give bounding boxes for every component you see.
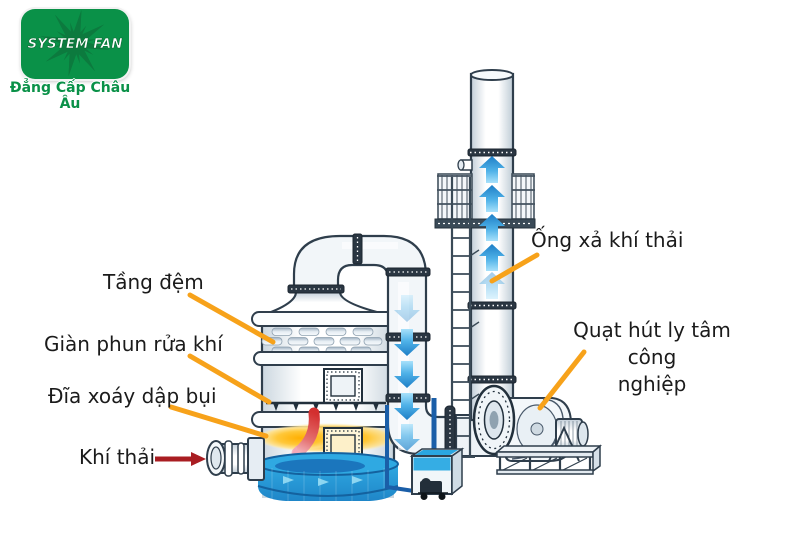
logo-starburst-icon: SYSTEM FAN [27, 3, 124, 83]
fan-inlet-flange [472, 384, 516, 456]
centrifugal-fan [472, 384, 603, 475]
label-exhaust-stack: Ống xả khí thải [531, 228, 684, 252]
label-centrifugal-fan-line2: nghiệp [617, 372, 687, 396]
label-spray-system: Giàn phun rửa khí [44, 332, 223, 356]
water-flow-arrows [283, 476, 363, 486]
scrubber-tower [206, 290, 405, 502]
leader-exhaust-stack [489, 252, 540, 284]
label-centrifugal-fan: Quạt hút ly tâm công nghiệp [546, 317, 758, 398]
water-sump [257, 452, 399, 502]
tower-ring-top [251, 311, 405, 327]
label-exhaust-inlet: Khí thải [79, 445, 156, 469]
leader-vortex-disc [168, 404, 269, 439]
spray-header [266, 401, 386, 411]
inlet-flow-arrow [155, 452, 206, 466]
systemfan-logo: SYSTEM FAN [21, 3, 129, 83]
manhole-upper [323, 368, 363, 404]
leader-packing-layer [187, 292, 276, 345]
exhaust-stack [457, 69, 517, 422]
stack-vent-stub [457, 159, 473, 171]
logo-brand-text: SYSTEM FAN [27, 36, 123, 52]
leader-lines [168, 252, 587, 439]
fan-motor [555, 418, 589, 450]
fan-base-skid [494, 444, 603, 475]
label-packing-layer: Tầng đệm [103, 270, 204, 294]
tower-ring-mid [253, 351, 403, 366]
label-vortex-disc: Đĩa xoáy dập bụi [48, 384, 217, 408]
leader-centrifugal-fan [537, 349, 587, 411]
label-centrifugal-fan-line1: Quạt hút ly tâm công [573, 318, 731, 369]
connecting-duct [287, 233, 458, 457]
stack-flange [467, 148, 517, 384]
leader-spray-system [187, 353, 272, 405]
logo-tagline: Đẳng Cấp Châu Âu [9, 80, 131, 112]
pump [418, 478, 448, 500]
stack-platform [434, 173, 536, 229]
recirculation-tank [385, 398, 465, 500]
riser-pipe [385, 405, 415, 493]
inlet-duct [206, 437, 265, 481]
